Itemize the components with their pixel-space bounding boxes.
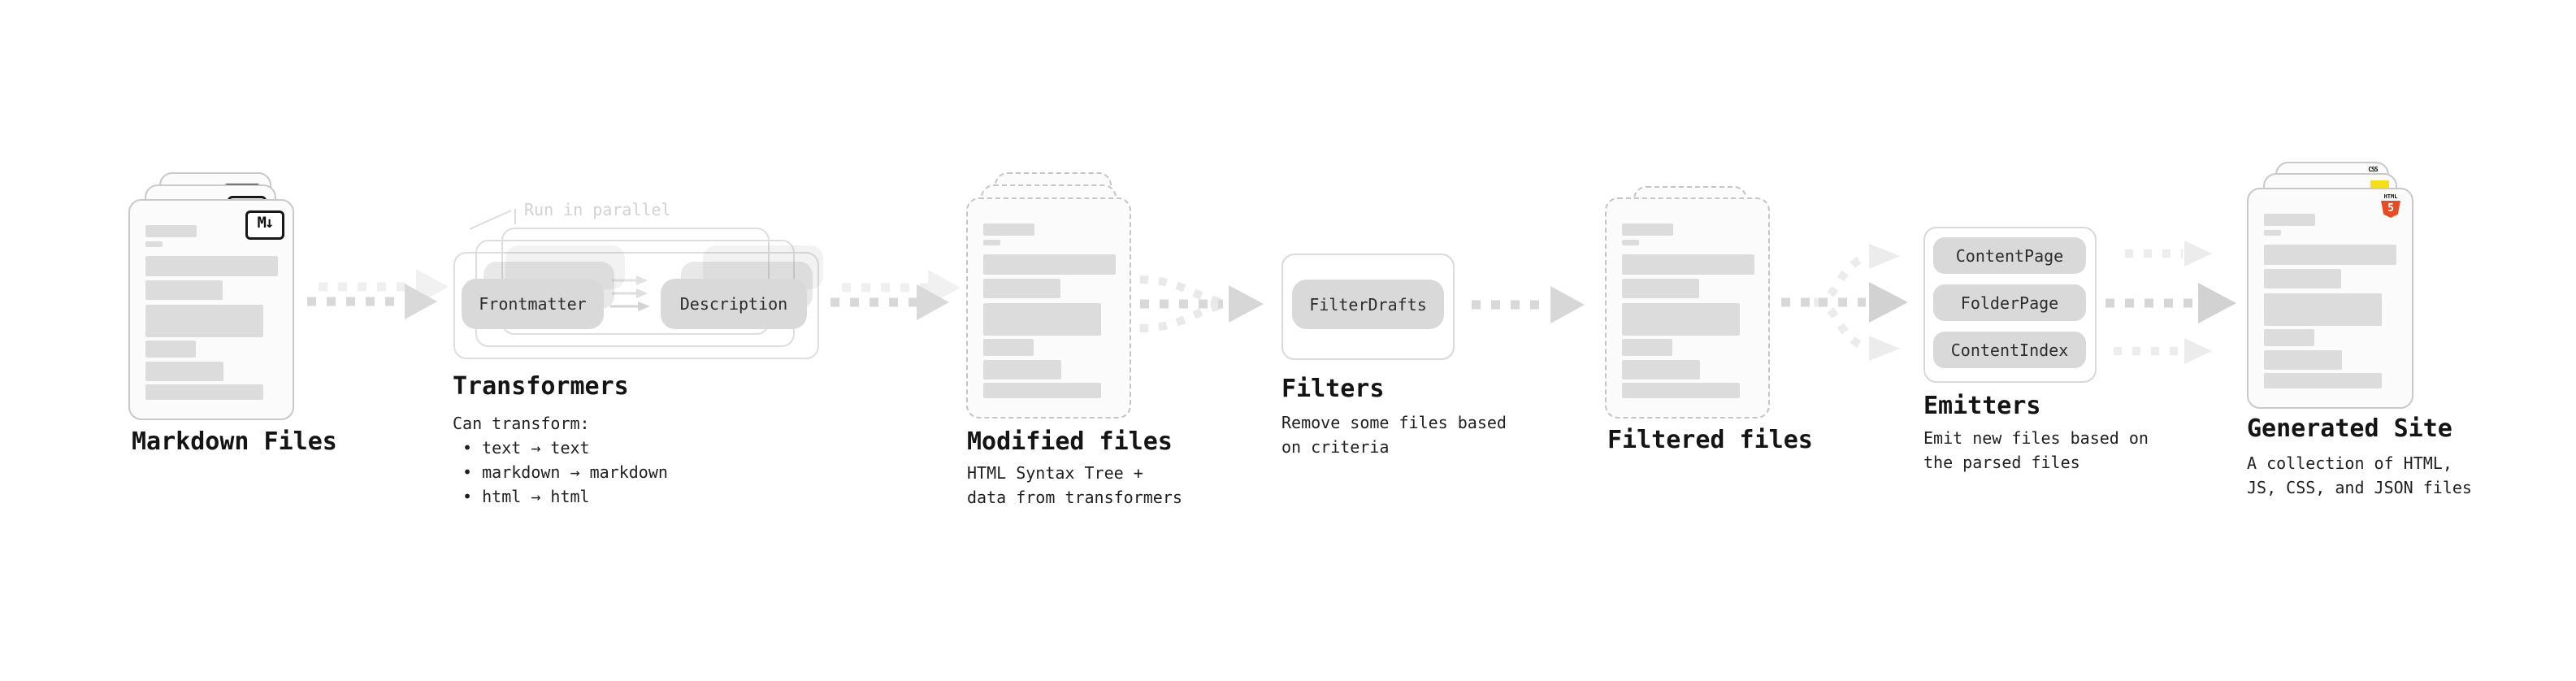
placeholder-text-bar <box>2264 245 2396 265</box>
arrow-modified-to-filters <box>1139 275 1264 332</box>
arrow-filters-to-filtered <box>1472 286 1585 323</box>
placeholder-text-bar <box>1622 279 1699 298</box>
filters-desc: Remove some files based on criteria <box>1281 413 1507 457</box>
placeholder-text-bar <box>2264 329 2314 346</box>
placeholder-text-bar <box>145 362 223 381</box>
placeholder-text-bar <box>983 383 1101 398</box>
placeholder-text-bar <box>2264 373 2382 388</box>
placeholder-text-lines <box>2249 189 2412 407</box>
placeholder-text-bar <box>983 339 1034 356</box>
transformers-desc: Can transform: • text → text • markdown … <box>453 414 668 506</box>
filter-pill-filterdrafts: FilterDrafts <box>1292 280 1444 329</box>
run-in-parallel-callout-line <box>469 209 516 230</box>
placeholder-text-bar <box>983 223 1034 236</box>
filters-label: Filters <box>1281 375 1385 403</box>
placeholder-text-bar <box>1622 339 1672 356</box>
filters-container <box>1281 254 1455 360</box>
placeholder-text-bar <box>145 340 196 358</box>
filter-pill-filterdrafts-label: FilterDrafts <box>1309 294 1427 314</box>
placeholder-text-bar <box>2264 269 2341 288</box>
placeholder-text-bar <box>145 305 263 337</box>
placeholder-text-bar <box>2264 214 2315 226</box>
transformer-mini-arrows <box>610 275 650 311</box>
placeholder-text-bar <box>1622 254 1754 275</box>
placeholder-text-bar <box>2264 293 2382 326</box>
arrow-emitters-to-generated <box>2105 241 2236 364</box>
modified-files-desc: HTML Syntax Tree + data from transformer… <box>967 463 1182 507</box>
placeholder-text-bar <box>145 280 223 300</box>
transformer-pill-description-label: Description <box>679 294 788 314</box>
markdown-icon: M↓ <box>245 210 284 240</box>
transformer-pill-description: Description <box>661 279 807 329</box>
placeholder-text-bar <box>983 240 1000 245</box>
placeholder-text-bar <box>983 360 1061 380</box>
placeholder-text-bar <box>2264 230 2281 236</box>
emitter-pill-contentindex: ContentIndex <box>1933 332 2086 368</box>
placeholder-text-bar <box>1622 240 1639 245</box>
html5-icon-label: HTML <box>2383 193 2398 200</box>
placeholder-text-bar <box>145 241 163 247</box>
placeholder-text-bar <box>983 279 1060 298</box>
placeholder-text-bar <box>983 254 1116 275</box>
placeholder-text-lines <box>1607 199 1768 417</box>
arrow-transformers-to-modified <box>830 284 949 320</box>
placeholder-text-bar <box>983 303 1101 336</box>
transformer-pill-frontmatter-label: Frontmatter <box>479 294 587 314</box>
css-icon-label: CSS <box>2368 166 2378 173</box>
run-in-parallel-note: Run in parallel <box>524 200 671 219</box>
emitter-pill-contentindex-label: ContentIndex <box>1950 340 2069 360</box>
emitters-desc: Emit new files based on the parsed files <box>1923 428 2149 472</box>
generated-site-label: Generated Site <box>2247 414 2452 443</box>
placeholder-text-lines <box>130 201 293 419</box>
modified-files-label: Modified files <box>967 427 1173 456</box>
markdown-files-label: Markdown Files <box>132 427 337 456</box>
emitters-container <box>1923 227 2097 383</box>
arrow-filtered-to-emitters <box>1781 244 1908 361</box>
html5-icon-shield: 5 <box>2381 201 2400 218</box>
placeholder-text-bar <box>145 256 278 276</box>
placeholder-text-bar <box>1622 223 1673 236</box>
emitters-label: Emitters <box>1923 392 2041 420</box>
placeholder-text-bar <box>1622 360 1700 380</box>
emitter-pill-contentpage: ContentPage <box>1933 237 2086 274</box>
filtered-file-card-front <box>1605 197 1770 419</box>
generated-site-desc: A collection of HTML, JS, CSS, and JSON … <box>2247 453 2472 497</box>
emitter-pill-contentpage-label: ContentPage <box>1955 245 2064 266</box>
transformer-container-front <box>453 252 819 359</box>
emitter-pill-folderpage-label: FolderPage <box>1960 293 2059 313</box>
filtered-files-label: Filtered files <box>1607 426 1813 454</box>
html5-icon: HTML 5 <box>2380 193 2401 218</box>
transformer-pill-frontmatter: Frontmatter <box>462 279 604 329</box>
placeholder-text-bar <box>145 384 263 400</box>
placeholder-text-bar <box>145 225 197 237</box>
generated-html-file-card: HTML 5 <box>2247 188 2413 409</box>
placeholder-text-bar <box>1622 303 1740 336</box>
transformers-label: Transformers <box>453 372 629 401</box>
emitter-pill-folderpage: FolderPage <box>1933 284 2086 321</box>
placeholder-text-bar <box>2264 350 2342 370</box>
placeholder-text-bar <box>1622 383 1740 398</box>
markdown-file-card-front: M↓ <box>128 199 294 420</box>
placeholder-text-lines <box>968 199 1130 417</box>
modified-file-card-front <box>966 197 1131 419</box>
arrow-markdown-to-transformers <box>307 284 437 319</box>
